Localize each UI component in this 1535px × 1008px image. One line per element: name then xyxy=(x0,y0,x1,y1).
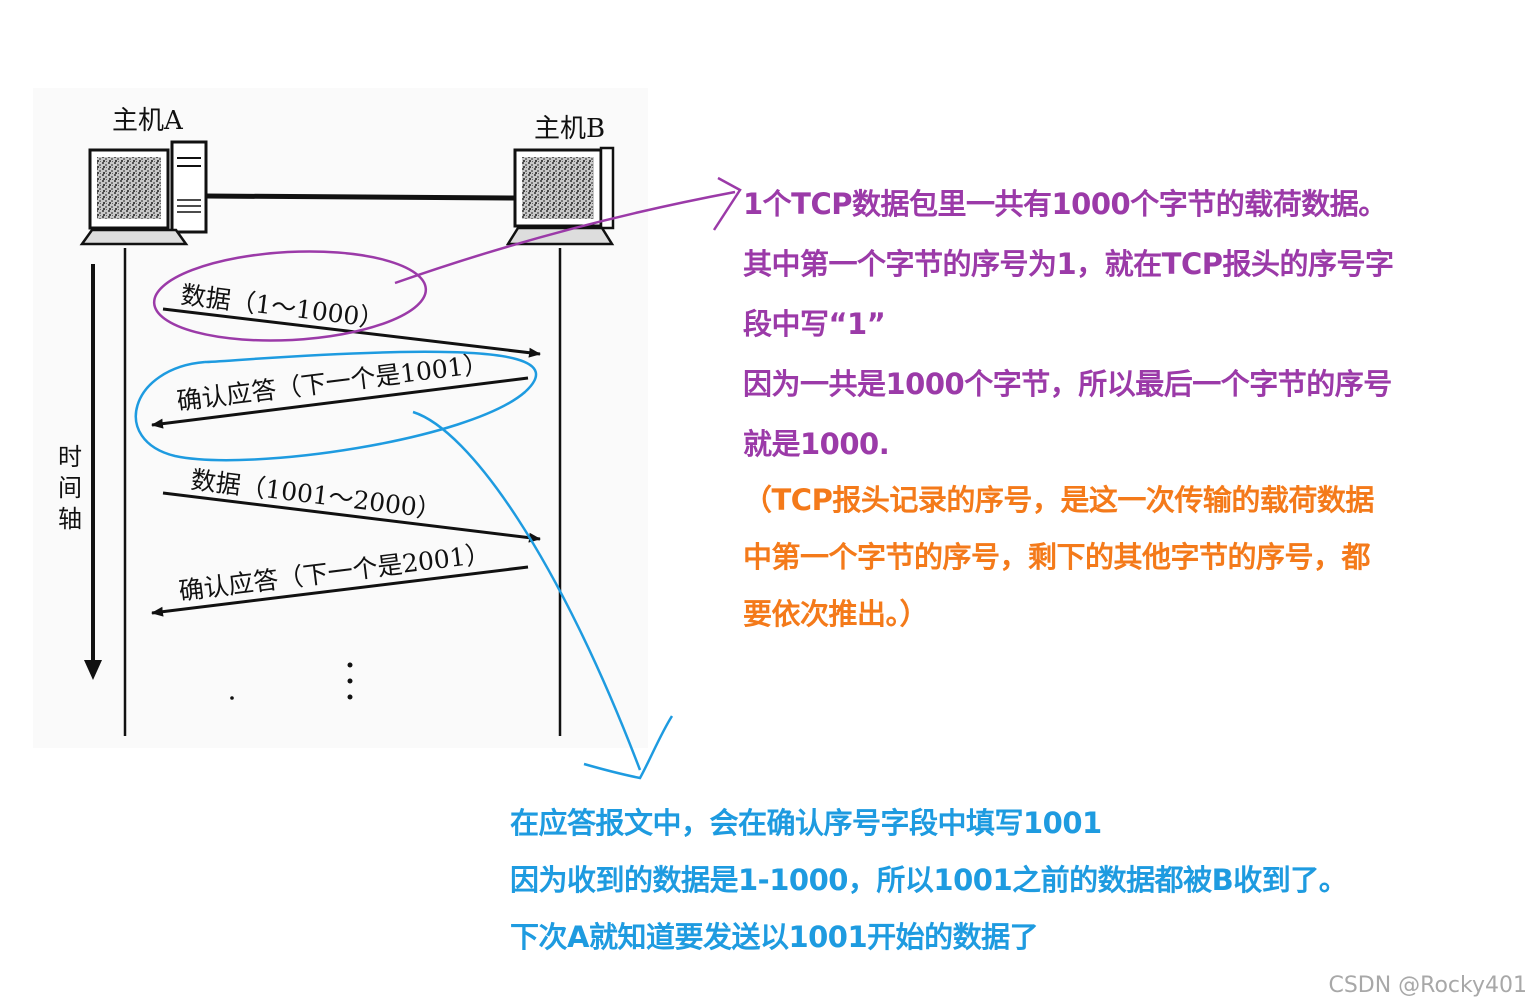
purple-annotation-line: 段中写“1” xyxy=(743,307,886,341)
continuation-dot xyxy=(347,678,353,684)
time-axis-arrowhead-icon xyxy=(84,660,102,680)
time-axis-label-3: 轴 xyxy=(58,505,82,533)
orange-annotation-line: 中第一个字节的序号，剩下的其他字节的序号，都 xyxy=(743,540,1371,574)
orange-annotation: （TCP报头记录的序号，是这一次传输的载荷数据 中第一个字节的序号，剩下的其他字… xyxy=(743,472,1374,643)
purple-annotation-line: 就是1000. xyxy=(743,427,890,461)
purple-annotation-line: 1个TCP数据包里一共有1000个字节的载荷数据。 xyxy=(743,187,1387,221)
watermark: CSDN @Rocky401 xyxy=(1328,973,1527,998)
host-b-label: 主机B xyxy=(534,114,605,144)
network-cable xyxy=(205,193,516,201)
blue-callout-line xyxy=(412,410,642,771)
blue-annotation-line: 在应答报文中，会在确认序号字段中填写1001 xyxy=(510,806,1102,840)
orange-annotation-line: 要依次推出。） xyxy=(743,597,929,631)
time-axis-label-2: 间 xyxy=(58,474,82,502)
purple-annotation-line: 因为一共是1000个字节，所以最后一个字节的序号 xyxy=(743,367,1392,401)
purple-annotation-line: 其中第一个字节的序号为1，就在TCP报头的序号字 xyxy=(743,247,1394,281)
continuation-dot xyxy=(230,696,234,700)
orange-annotation-line: （TCP报头记录的序号，是这一次传输的载荷数据 xyxy=(743,483,1374,517)
continuation-dot xyxy=(347,694,353,700)
host-a-label: 主机A xyxy=(112,106,184,136)
purple-annotation: 1个TCP数据包里一共有1000个字节的载荷数据。 其中第一个字节的序号为1，就… xyxy=(743,174,1394,474)
purple-callout-line xyxy=(394,190,736,285)
time-axis-label-1: 时 xyxy=(58,443,82,471)
continuation-dot xyxy=(347,662,353,668)
host-a-computer-icon xyxy=(79,140,208,246)
blue-annotation-line: 下次A就知道要发送以1001开始的数据了 xyxy=(510,920,1039,954)
blue-highlight-circle xyxy=(134,350,538,462)
message-arrow-ack-2 xyxy=(151,565,529,617)
blue-annotation: 在应答报文中，会在确认序号字段中填写1001 因为收到的数据是1-1000，所以… xyxy=(510,795,1348,966)
purple-highlight-circle xyxy=(152,250,428,342)
message-arrow-ack-1 xyxy=(151,376,529,429)
message-arrow-data-2 xyxy=(162,491,541,543)
blue-annotation-line: 因为收到的数据是1-1000，所以1001之前的数据都被B收到了。 xyxy=(510,863,1348,897)
blue-callout-tick xyxy=(583,715,674,780)
purple-callout-tick xyxy=(712,176,742,231)
host-b-computer-icon xyxy=(505,146,615,246)
